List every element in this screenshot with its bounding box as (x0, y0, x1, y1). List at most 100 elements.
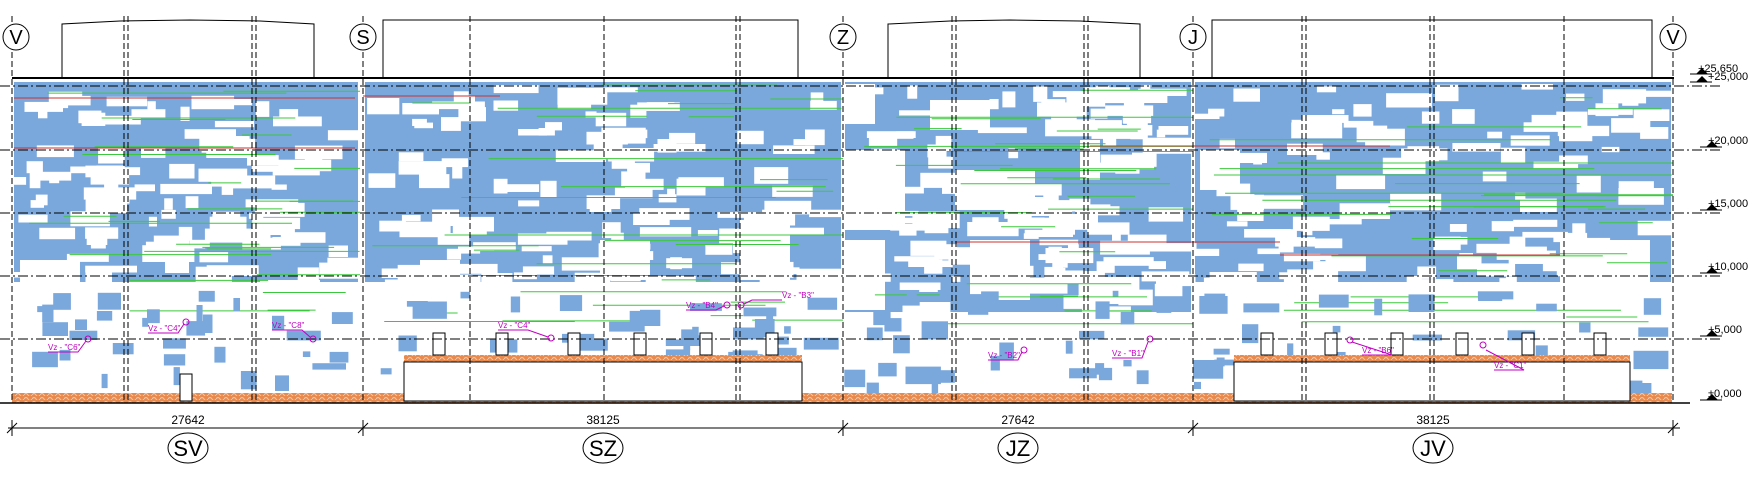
elevation-lines (0, 85, 1722, 340)
window-opening (198, 168, 248, 182)
window-opening (778, 227, 824, 235)
window-opening (600, 240, 650, 280)
window-opening (611, 160, 635, 169)
window-opening (1452, 109, 1475, 124)
window-opening (907, 85, 918, 99)
window-opening (659, 277, 683, 294)
window-opening (412, 118, 427, 126)
red-construction-lines (14, 95, 1560, 256)
window-opening (401, 214, 421, 222)
lower-panel (981, 291, 999, 304)
window-opening (199, 252, 229, 263)
window-opening (81, 112, 106, 126)
window-opening (1283, 253, 1321, 262)
window-opening (134, 184, 155, 192)
door-outline (567, 332, 581, 356)
window-opening (481, 273, 513, 290)
window-opening (1112, 234, 1121, 241)
window-opening (627, 162, 650, 173)
window-opening (924, 259, 943, 274)
dimension-label-0: 27642 (171, 413, 205, 427)
window-opening (98, 115, 141, 125)
lower-panel (1243, 303, 1280, 313)
face-label-text: SZ (589, 436, 617, 461)
window-opening (521, 246, 552, 252)
window-opening (1449, 224, 1467, 232)
window-opening (845, 150, 905, 230)
door-outline (1455, 332, 1469, 356)
window-opening (35, 194, 48, 206)
window-opening (38, 106, 48, 119)
window-opening (446, 248, 462, 260)
window-opening (540, 180, 557, 197)
lower-panel (807, 297, 838, 310)
window-opening (522, 266, 555, 275)
window-opening (85, 227, 119, 239)
window-opening (589, 203, 612, 212)
window-opening (1203, 277, 1235, 284)
window-opening (85, 197, 127, 214)
window-opening (595, 112, 627, 127)
tag-text: Vz - "C4" (498, 321, 531, 330)
axis-grid-lines (11, 16, 1674, 403)
window-opening (1353, 104, 1372, 117)
window-opening (1123, 108, 1133, 124)
elevation-marker-5: +5,000 (1700, 324, 1742, 337)
window-opening (930, 100, 990, 130)
axis-label: S (356, 27, 369, 49)
window-opening (669, 132, 696, 144)
window-opening (1339, 203, 1390, 219)
window-opening (899, 223, 917, 236)
window-opening (1367, 287, 1392, 298)
window-opening (1069, 95, 1114, 103)
window-opening (204, 228, 255, 243)
lower-panel (331, 312, 353, 324)
window-opening (26, 161, 43, 174)
window-opening (1075, 206, 1120, 216)
window-opening (96, 165, 125, 174)
door-outline (179, 373, 193, 402)
window-opening (81, 296, 106, 302)
window-opening (493, 85, 539, 94)
window-opening (1051, 221, 1075, 235)
lower-panel (1536, 303, 1557, 312)
window-opening (1292, 216, 1330, 231)
window-opening (18, 214, 48, 223)
window-opening (1520, 198, 1557, 212)
lower-panel (775, 336, 789, 345)
tag-markers: Vz - "C6" Vz - "C4" Vz - "C8" Vz - "C4" … (48, 291, 1527, 371)
window-opening (1421, 111, 1440, 124)
dimension-label-3: 38125 (1416, 413, 1450, 427)
face-label-text: SV (173, 436, 203, 461)
window-opening (160, 183, 212, 195)
lower-panel (1213, 348, 1230, 355)
face-label-text: JZ (1006, 436, 1030, 461)
window-opening (1279, 272, 1311, 280)
window-opening (1287, 143, 1323, 155)
window-opening (131, 109, 166, 118)
window-opening (1522, 231, 1568, 238)
window-opening (185, 196, 199, 209)
window-opening (255, 101, 270, 117)
window-opening (206, 265, 259, 276)
window-opening (1560, 240, 1650, 300)
lower-panel (202, 314, 213, 333)
window-opening (538, 128, 547, 136)
window-opening (1324, 219, 1362, 225)
lower-panel (990, 355, 1000, 371)
window-opening (894, 256, 939, 262)
window-opening (646, 102, 675, 110)
window-opening (272, 168, 320, 176)
lower-panel (32, 351, 58, 368)
window-openings (12, 84, 1683, 324)
window-opening (1316, 152, 1330, 160)
elevation-label: +25,650 (1698, 63, 1738, 75)
window-opening (70, 211, 110, 227)
window-opening (1100, 154, 1154, 166)
window-opening (601, 127, 646, 144)
lower-panel (302, 351, 311, 357)
window-opening (85, 165, 107, 178)
window-opening (725, 285, 752, 295)
window-opening (1275, 237, 1316, 247)
